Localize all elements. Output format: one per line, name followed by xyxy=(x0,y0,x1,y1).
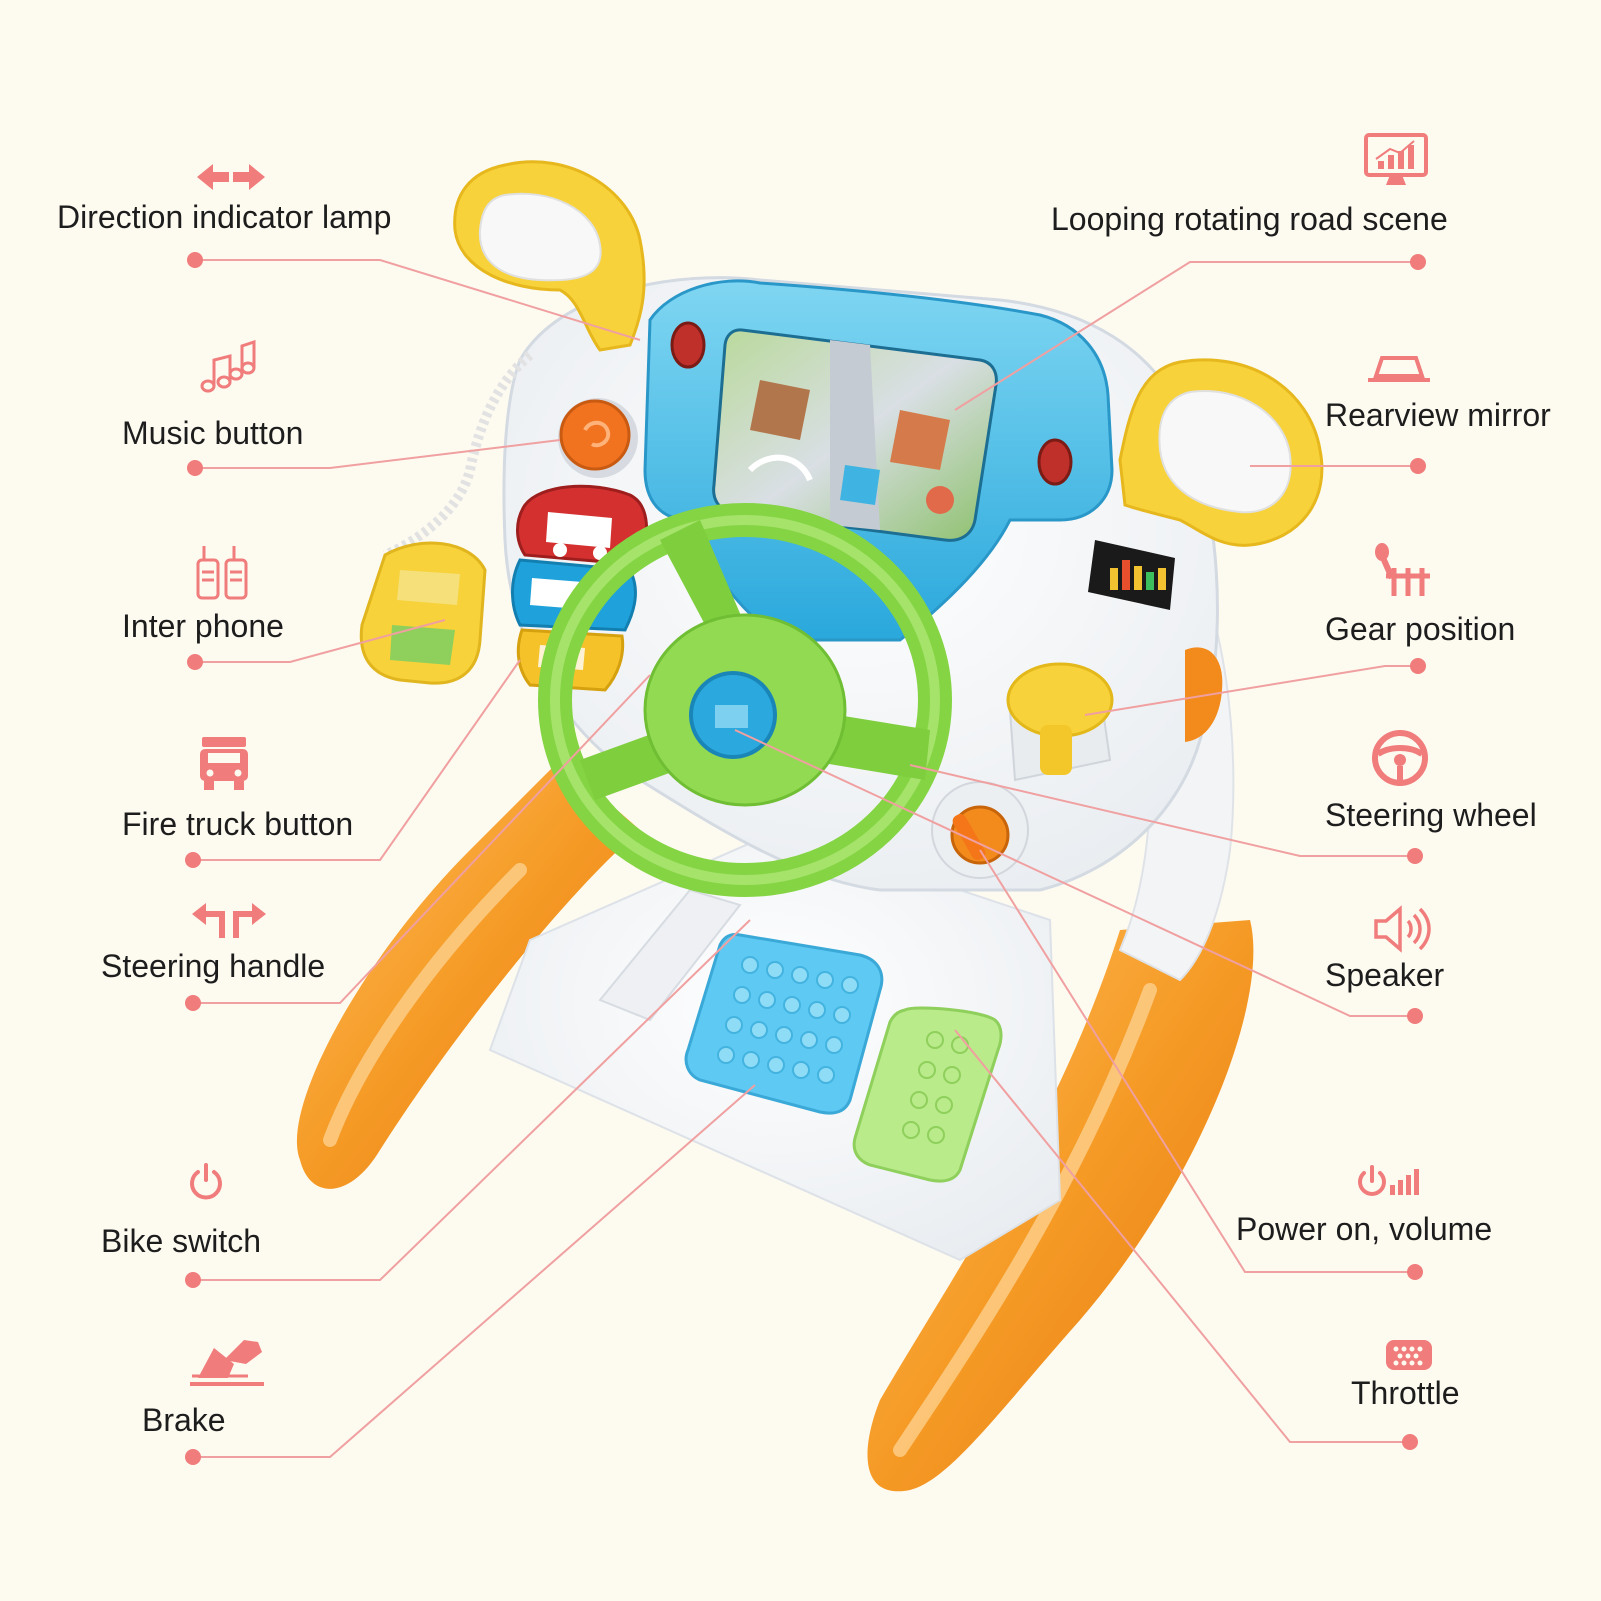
leader-line-steering-wheel xyxy=(909,764,1415,857)
leader-dot xyxy=(185,1272,201,1288)
inter-phone-handset[interactable] xyxy=(359,351,534,685)
label-speaker: Speaker xyxy=(1325,957,1445,993)
label-steering-wheel: Steering wheel xyxy=(1325,797,1537,833)
leader-line-brake xyxy=(193,1084,756,1458)
leader-line-fire-truck xyxy=(193,659,521,861)
truck-icon xyxy=(200,737,248,790)
leader-dot xyxy=(1407,1008,1423,1024)
monitor-chart-icon xyxy=(1364,133,1428,185)
label-gear-position: Gear position xyxy=(1325,611,1516,647)
music-notes-icon xyxy=(200,339,256,393)
road-scene-screen[interactable] xyxy=(712,328,998,542)
leader-dot xyxy=(1407,1264,1423,1280)
equalizer-display xyxy=(1088,540,1175,610)
leader-line-bike-switch xyxy=(193,919,751,1281)
leader-line-speaker xyxy=(734,729,1415,1017)
leader-dot xyxy=(187,654,203,670)
label-bike-switch: Bike switch xyxy=(101,1223,262,1259)
leader-line-direction-indicator xyxy=(195,259,641,341)
label-inter-phone: Inter phone xyxy=(122,608,284,644)
leader-dot xyxy=(1410,254,1426,270)
label-power-on-volume: Power on, volume xyxy=(1236,1211,1493,1247)
leader-dot xyxy=(187,252,203,268)
turn-arrows-icon xyxy=(192,903,266,938)
label-steering-handle: Steering handle xyxy=(101,948,326,984)
double-arrow-icon xyxy=(197,164,265,190)
leader-dot xyxy=(185,852,201,868)
label-throttle: Throttle xyxy=(1351,1375,1460,1411)
throttle-pedal-dots xyxy=(902,1031,969,1144)
pedal-foot-icon xyxy=(190,1340,264,1386)
power-volume-icon xyxy=(1358,1165,1419,1196)
mirror-icon xyxy=(1368,356,1430,382)
leader-line-gear-position xyxy=(1084,665,1418,716)
brake-pedal-dots xyxy=(717,956,859,1084)
leader-dot xyxy=(1410,458,1426,474)
label-direction-indicator-lamp: Direction indicator lamp xyxy=(57,199,392,235)
right-indicator-lamp[interactable] xyxy=(1037,438,1073,486)
leader-dot xyxy=(1402,1434,1418,1450)
leader-line-steering-handle xyxy=(193,674,651,1004)
gear-lever[interactable] xyxy=(1006,647,1223,782)
label-music-button: Music button xyxy=(122,415,304,451)
speaker-icon xyxy=(1374,905,1431,953)
leader-dot xyxy=(185,995,201,1011)
label-fire-truck-button: Fire truck button xyxy=(122,806,354,842)
label-rearview-mirror: Rearview mirror xyxy=(1325,397,1551,433)
label-brake: Brake xyxy=(142,1402,226,1438)
walkie-talkie-icon xyxy=(196,546,248,600)
leader-line-inter-phone xyxy=(195,619,446,663)
right-rearview-mirror[interactable] xyxy=(1118,358,1324,547)
leader-dot xyxy=(1407,848,1423,864)
gear-shift-icon xyxy=(1375,543,1430,596)
steering-wheel-icon xyxy=(1372,730,1428,786)
leader-line-power-volume xyxy=(979,849,1415,1273)
throttle-pad-icon xyxy=(1386,1340,1432,1370)
music-button-knob[interactable] xyxy=(558,398,638,478)
fire-truck-side-button[interactable] xyxy=(516,484,649,567)
label-looping-rotating-road-scene: Looping rotating road scene xyxy=(1051,201,1448,237)
leader-line-music-button xyxy=(195,439,561,469)
right-leg xyxy=(867,920,1254,1492)
left-indicator-lamp[interactable] xyxy=(670,321,706,369)
leader-line-throttle xyxy=(954,1029,1410,1443)
leader-dot xyxy=(185,1449,201,1465)
leader-dot xyxy=(1410,658,1426,674)
power-icon xyxy=(190,1163,222,1200)
leader-dot xyxy=(187,460,203,476)
left-leg xyxy=(296,760,640,1189)
leader-line-road-scene xyxy=(954,261,1418,411)
